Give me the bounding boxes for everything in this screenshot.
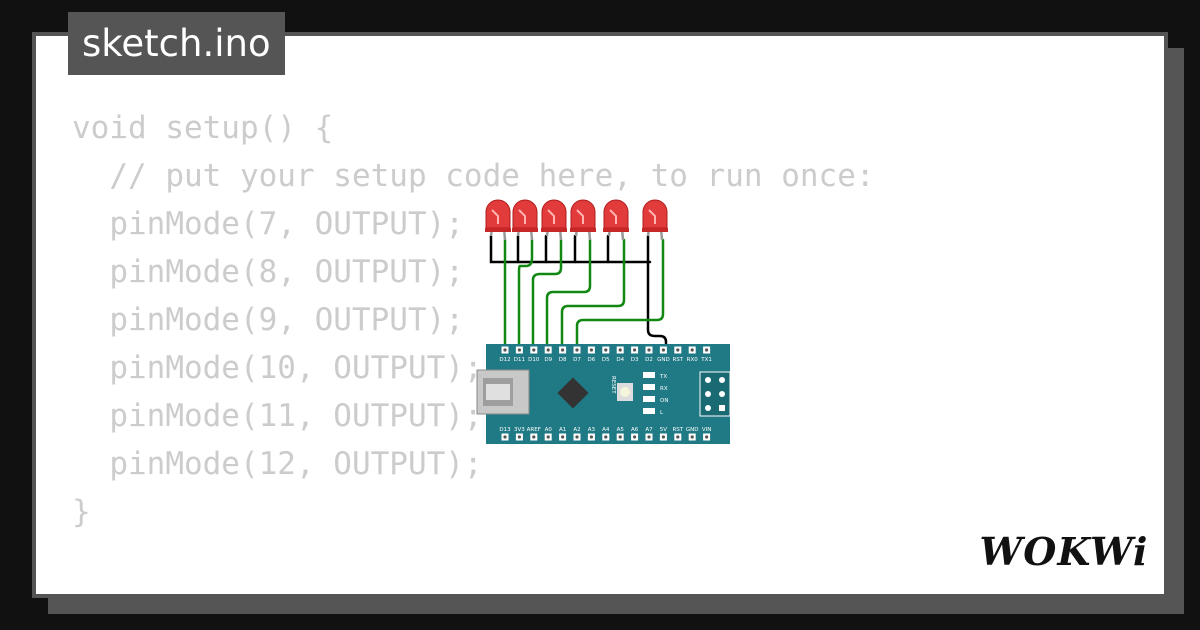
code-line: pinMode(7, OUTPUT); <box>72 206 464 242</box>
led-label: RX <box>660 386 668 392</box>
pin-hole <box>546 435 550 439</box>
pin-label: RST <box>672 427 683 433</box>
pin-label: RST <box>672 357 683 363</box>
status-led-labels: TX RX ON L <box>659 374 668 416</box>
microcontroller-chip <box>557 377 589 409</box>
pin-label: 3V3 <box>514 427 525 433</box>
pin-label: A7 <box>645 427 653 433</box>
pin-hole <box>618 435 622 439</box>
code-line: pinMode(8, OUTPUT); <box>72 254 464 290</box>
pin-hole <box>633 348 637 352</box>
pin-hole <box>575 435 579 439</box>
led-4[interactable] <box>570 199 596 241</box>
reset-label: RESET <box>610 376 616 394</box>
file-tab[interactable]: sketch.ino <box>68 12 285 75</box>
pin-label: D11 <box>514 357 525 363</box>
led-label: TX <box>659 374 667 380</box>
pin-label: A4 <box>602 427 610 433</box>
pin-hole <box>517 348 522 352</box>
signal-wires <box>503 238 665 352</box>
pin-hole <box>589 348 594 352</box>
reset-button[interactable] <box>617 383 633 401</box>
pin-hole <box>618 348 622 352</box>
code-line: } <box>72 494 91 530</box>
led-label: L <box>660 410 664 416</box>
icsp-header <box>705 377 725 411</box>
code-line: pinMode(12, OUTPUT); <box>72 446 483 482</box>
code-line: pinMode(10, OUTPUT); <box>72 350 483 386</box>
pin-label: D6 <box>588 357 596 363</box>
pin-label: D13 <box>499 427 511 433</box>
code-line: void setup() { <box>72 110 334 146</box>
usb-connector <box>476 369 530 415</box>
pin-hole <box>517 435 522 439</box>
reset-text: RESET <box>610 376 616 394</box>
led-5[interactable] <box>603 199 629 241</box>
pin-hole <box>647 348 651 352</box>
code-editor: void setup() { // put your setup code he… <box>72 104 875 594</box>
pin-label: GND <box>686 427 699 433</box>
pin-hole <box>546 348 550 352</box>
pin-hole <box>503 435 507 439</box>
pin-label: D2 <box>645 357 653 363</box>
pin-label: A2 <box>573 427 580 433</box>
code-line: void loop() { <box>72 584 875 594</box>
pin-label: A5 <box>617 427 625 433</box>
pin-hole <box>676 435 680 439</box>
pin-label: D12 <box>499 357 510 363</box>
ground-wires <box>489 234 668 352</box>
pin-hole <box>604 348 608 352</box>
pin-label: D3 <box>631 357 639 363</box>
pin-label: A1 <box>559 427 566 433</box>
pin-label: TX1 <box>700 357 712 363</box>
code-line: // put your setup code here, to run once… <box>72 158 875 194</box>
pin-hole <box>676 348 680 352</box>
pin-hole <box>604 435 608 439</box>
pin-hole <box>532 348 536 352</box>
pin-hole <box>705 435 709 439</box>
pin-hole <box>690 435 694 439</box>
led-1[interactable] <box>485 199 511 241</box>
pin-label: VIN <box>702 427 712 433</box>
pin-label: GND <box>657 357 670 363</box>
pin-label: D5 <box>602 357 610 363</box>
pin-hole <box>589 435 594 439</box>
pin-hole <box>561 435 565 439</box>
pin-label: A3 <box>588 427 596 433</box>
pin-label: D9 <box>544 357 552 363</box>
pin-label: A0 <box>545 427 553 433</box>
pin-hole <box>532 435 536 439</box>
preview-card: void setup() { // put your setup code he… <box>32 32 1168 598</box>
pin-label: D8 <box>559 357 567 363</box>
led-label: ON <box>660 398 668 404</box>
pin-label: AREF <box>527 427 541 433</box>
pin-label: D7 <box>573 357 581 363</box>
pin-hole <box>561 348 565 352</box>
led-6[interactable] <box>642 199 668 241</box>
code-line: pinMode(9, OUTPUT); <box>72 302 464 338</box>
led-2[interactable] <box>512 199 538 241</box>
pin-label: D4 <box>616 357 624 363</box>
status-leds <box>643 372 655 414</box>
pin-hole <box>705 348 709 352</box>
pin-hole <box>690 348 694 352</box>
pin-hole <box>661 435 666 439</box>
pin-label: 5V <box>660 427 667 433</box>
pin-hole <box>661 348 666 352</box>
pin-hole <box>633 435 637 439</box>
pin-hole <box>647 435 651 439</box>
pin-label: RX0 <box>687 357 699 363</box>
logo-text: WOKWi <box>979 529 1149 574</box>
pin-label: D10 <box>528 357 540 363</box>
led-3[interactable] <box>541 199 567 241</box>
pin-label: A6 <box>631 427 639 433</box>
pin-hole <box>503 348 507 352</box>
code-line: pinMode(11, OUTPUT); <box>72 398 483 434</box>
pin-hole <box>575 348 579 352</box>
